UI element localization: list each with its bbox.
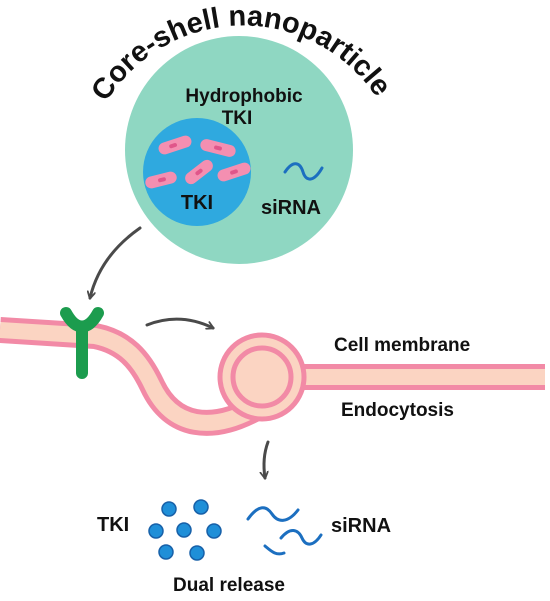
hydrophobic-tki-rods bbox=[145, 135, 251, 189]
sirna-strand-icon bbox=[263, 544, 286, 556]
hydrophobic-tki-rod-icon bbox=[145, 171, 177, 189]
tki-molecule-dot bbox=[148, 523, 164, 539]
endocytosis-label: Endocytosis bbox=[341, 400, 454, 421]
tki-molecule-dot bbox=[161, 501, 177, 517]
core-drug-label: TKI bbox=[181, 192, 213, 214]
released-sirna-strands bbox=[246, 506, 323, 556]
receptor-icon bbox=[60, 307, 104, 379]
shell-drug-label: Hydrophobic bbox=[185, 86, 303, 107]
core-shell-nanoparticle: Hydrophobic TKI TKI siRNA bbox=[125, 36, 353, 264]
binding-arrow bbox=[90, 226, 142, 298]
endocytic-vesicle bbox=[217, 332, 307, 422]
cell-membrane bbox=[0, 317, 545, 436]
sirna-strand-icon bbox=[246, 506, 300, 522]
tki-molecule-dot bbox=[158, 544, 174, 560]
dual-release-label: Dual release bbox=[173, 575, 285, 596]
hydrophobic-tki-rod-icon bbox=[217, 162, 251, 182]
release-arrow bbox=[264, 440, 270, 478]
sirna-strand-icon bbox=[279, 529, 323, 546]
tki-molecule-dot bbox=[189, 545, 205, 561]
sirna-strand-icon bbox=[283, 162, 324, 181]
internalization-arrow bbox=[145, 317, 213, 328]
tki-molecule-dot bbox=[176, 522, 192, 538]
released-tki-molecules bbox=[148, 499, 222, 561]
hydrophobic-tki-rod-icon bbox=[200, 139, 236, 157]
hydrophobic-tki-rod-icon bbox=[158, 135, 192, 155]
released-tki-label: TKI bbox=[97, 514, 129, 536]
sirna-label: siRNA bbox=[261, 197, 321, 219]
released-sirna-label: siRNA bbox=[331, 515, 391, 537]
hydrophobic-tki-rod-icon bbox=[185, 159, 213, 185]
membrane-label: Cell membrane bbox=[334, 335, 470, 356]
shell-drug-label-2: TKI bbox=[222, 108, 253, 129]
tki-molecule-dot bbox=[206, 523, 222, 539]
tki-molecule-dot bbox=[193, 499, 209, 515]
membrane-body bbox=[0, 322, 545, 431]
